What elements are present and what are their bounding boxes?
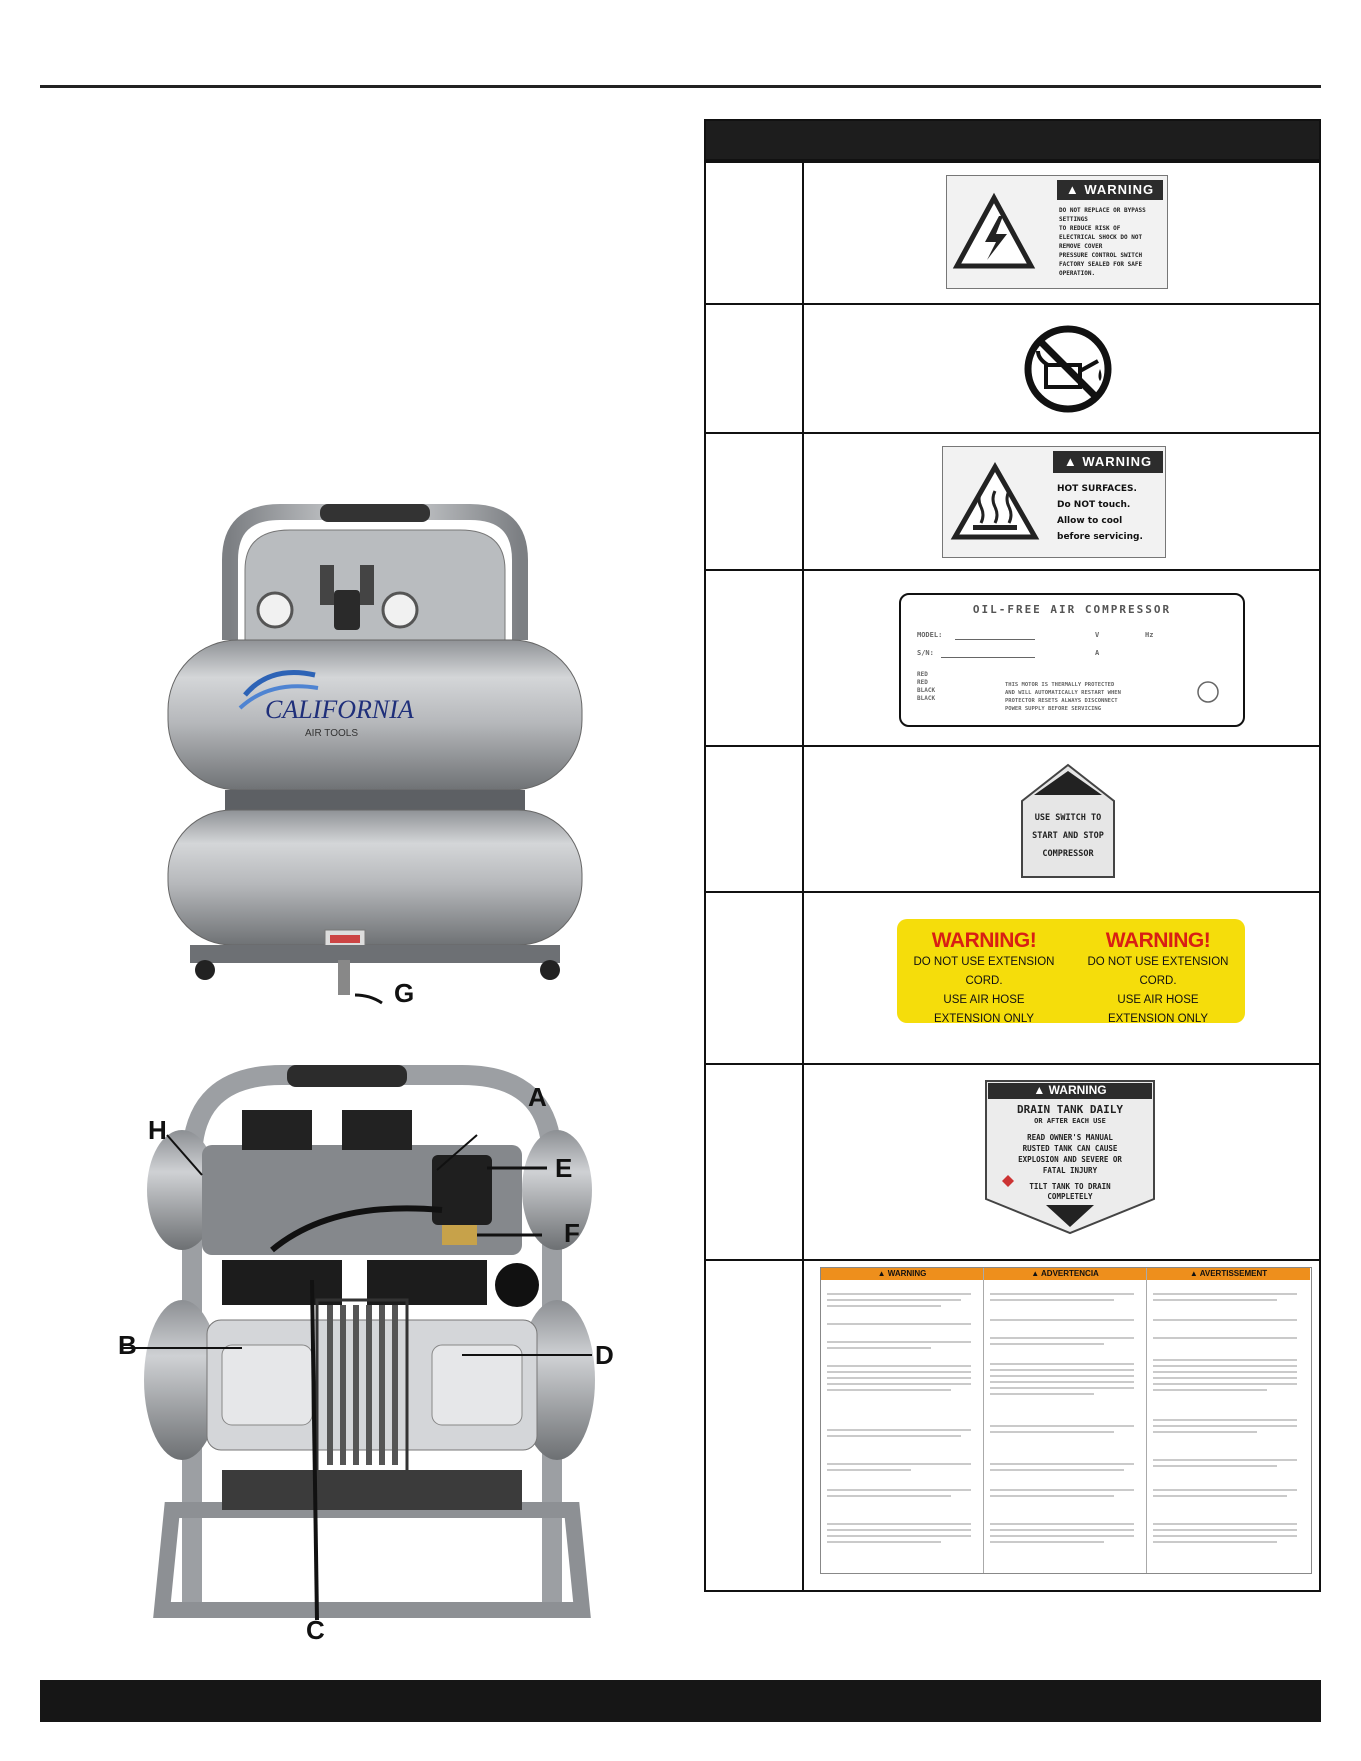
switch-line: START AND STOP [1032, 831, 1104, 841]
nameplate-title: OIL-FREE AIR COMPRESSOR [972, 603, 1172, 616]
hot-surface-icon [950, 461, 1040, 540]
use-switch-decal [1021, 763, 1115, 878]
callout-e: E [555, 1153, 573, 1183]
extension-right-line: DO NOT USE EXTENSION CORD. [1087, 956, 1229, 987]
nameplate-amps: A [1095, 649, 1100, 657]
english-fine-print [827, 1293, 971, 1543]
nameplate-text: POWER SUPPLY BEFORE SERVICING [1005, 706, 1102, 712]
decal-table-header [706, 121, 1319, 163]
callout-c: C [306, 1615, 325, 1645]
callout-g: G [394, 978, 415, 1008]
decal-row-drain: ▲ WARNING DRAIN TANK DAILY OR AFTER EACH… [706, 1063, 1319, 1259]
electrical-warning-decal: ▲ WARNING DO NOT REPLACE OR BYPASS SETTI… [946, 175, 1168, 289]
drain-line: FATAL INJURY [1042, 1166, 1098, 1175]
electrical-line: PRESSURE CONTROL SWITCH [1059, 252, 1143, 259]
electrical-line: FACTORY SEALED FOR SAFE [1059, 261, 1143, 268]
callout-a: A [528, 1082, 547, 1112]
extension-left-heading: WARNING! [931, 929, 1037, 952]
tri-col-english: ▲ WARNING [821, 1268, 984, 1573]
electric-shock-icon [952, 192, 1036, 269]
tri-col-french: ▲ AVERTISSEMENT [1147, 1268, 1310, 1573]
extension-left: WARNING! DO NOT USE EXTENSION CORD. USE … [897, 929, 1071, 1029]
nameplate-text: AND WILL AUTOMATICALLY RESTART WHEN [1005, 690, 1121, 696]
callout-b: B [118, 1330, 137, 1360]
spanish-fine-print [990, 1293, 1134, 1543]
compressor-front-photo: CALIFORNIA AIR TOOLS G [150, 490, 620, 1030]
hot-warning-header: ▲ WARNING [1053, 451, 1163, 473]
hot-line: Do NOT touch. [1057, 500, 1131, 510]
drain-line: READ OWNER'S MANUAL [1027, 1133, 1113, 1142]
certification-mark-icon [1197, 681, 1219, 703]
nameplate-hz: Hz [1145, 631, 1154, 639]
extension-left-line: USE AIR HOSE [943, 994, 1025, 1006]
compressor-rear-illustration [122, 1065, 595, 1621]
nameplate-decal: OIL-FREE AIR COMPRESSOR MODEL: S/N: V Hz… [899, 593, 1245, 727]
switch-line: USE SWITCH TO [1034, 813, 1102, 823]
nameplate-model: MODEL: [917, 631, 943, 639]
tri-head-spanish: ADVERTENCIA [1041, 1269, 1099, 1278]
electrical-line: OPERATION. [1059, 270, 1096, 277]
extension-cord-decal: WARNING! DO NOT USE EXTENSION CORD. USE … [897, 919, 1245, 1025]
drain-subtitle: OR AFTER EACH USE [1034, 1117, 1106, 1125]
wire-label: RED [917, 671, 928, 678]
switch-line: COMPRESSOR [1042, 849, 1094, 859]
no-oil-icon [1024, 325, 1112, 413]
hot-line: Allow to cool [1057, 516, 1123, 526]
compressor-rear-photo: A H E F B D C [112, 1050, 632, 1650]
nameplate-volts: V [1095, 631, 1100, 639]
extension-right: WARNING! DO NOT USE EXTENSION CORD. USE … [1071, 929, 1245, 1029]
electrical-line: ELECTRICAL SHOCK DO NOT [1059, 234, 1143, 241]
drain-footer: TILT TANK TO DRAIN [1029, 1182, 1111, 1191]
tri-head-french: AVERTISSEMENT [1199, 1269, 1268, 1278]
decal-row-electrical: ▲ WARNING DO NOT REPLACE OR BYPASS SETTI… [706, 159, 1319, 303]
decal-row-extension: WARNING! DO NOT USE EXTENSION CORD. USE … [706, 891, 1319, 1063]
brand-sub: AIR TOOLS [305, 728, 358, 739]
extension-left-line: EXTENSION ONLY [933, 1013, 1035, 1025]
nameplate-text: PROTECTOR RESETS ALWAYS DISCONNECT [1005, 698, 1118, 704]
callout-d: D [595, 1340, 614, 1370]
drain-footer: COMPLETELY [1047, 1192, 1093, 1201]
electrical-line: SETTINGS [1059, 216, 1088, 223]
nameplate-serial: S/N: [917, 649, 934, 657]
tri-col-spanish: ▲ ADVERTENCIA [984, 1268, 1147, 1573]
decal-row-nameplate: OIL-FREE AIR COMPRESSOR MODEL: S/N: V Hz… [706, 569, 1319, 745]
header-rule [40, 85, 1321, 88]
compressor-front-illustration: CALIFORNIA AIR TOOLS [167, 504, 583, 1005]
drain-header: ▲ WARNING [1033, 1083, 1107, 1097]
footer-bar [40, 1680, 1321, 1722]
decal-row-no-oil [706, 303, 1319, 432]
hot-surface-decal: ▲ WARNING HOT SURFACES. Do NOT touch. Al… [942, 446, 1166, 558]
decal-row-trilingual: ▲ WARNING [706, 1259, 1319, 1590]
nameplate-text: THIS MOTOR IS THERMALLY PROTECTED [1005, 682, 1115, 688]
decal-row-switch: USE SWITCH TO START AND STOP COMPRESSOR [706, 745, 1319, 891]
tri-head-english: WARNING [887, 1269, 927, 1278]
drain-line: RUSTED TANK CAN CAUSE [1022, 1144, 1118, 1153]
electrical-line: REMOVE COVER [1059, 243, 1103, 250]
wire-label: RED [917, 679, 928, 686]
callout-h: H [148, 1115, 167, 1145]
drain-line: EXPLOSION AND SEVERE OR [1018, 1155, 1122, 1164]
hot-line: HOT SURFACES. [1057, 484, 1137, 494]
electrical-line: DO NOT REPLACE OR BYPASS [1059, 207, 1146, 214]
wire-label: BLACK [917, 687, 936, 694]
extension-right-heading: WARNING! [1105, 929, 1211, 952]
extension-right-line: USE AIR HOSE [1117, 994, 1199, 1006]
extension-right-line: EXTENSION ONLY [1107, 1013, 1209, 1025]
decal-table: ▲ WARNING DO NOT REPLACE OR BYPASS SETTI… [704, 119, 1321, 1592]
brand-logo: CALIFORNIA [265, 695, 414, 724]
electrical-warning-header: ▲ WARNING [1057, 180, 1163, 200]
trilingual-warning-decal: ▲ WARNING [820, 1267, 1312, 1574]
hot-line: before servicing. [1057, 532, 1143, 542]
extension-left-line: DO NOT USE EXTENSION CORD. [913, 956, 1055, 987]
electrical-line: TO REDUCE RISK OF [1059, 225, 1121, 232]
french-fine-print [1153, 1293, 1297, 1543]
wire-label: BLACK [917, 695, 936, 702]
drain-tank-decal [985, 1080, 1155, 1235]
decal-row-hot: ▲ WARNING HOT SURFACES. Do NOT touch. Al… [706, 432, 1319, 569]
callout-f: F [564, 1218, 580, 1248]
drain-title: DRAIN TANK DAILY [1017, 1103, 1123, 1116]
